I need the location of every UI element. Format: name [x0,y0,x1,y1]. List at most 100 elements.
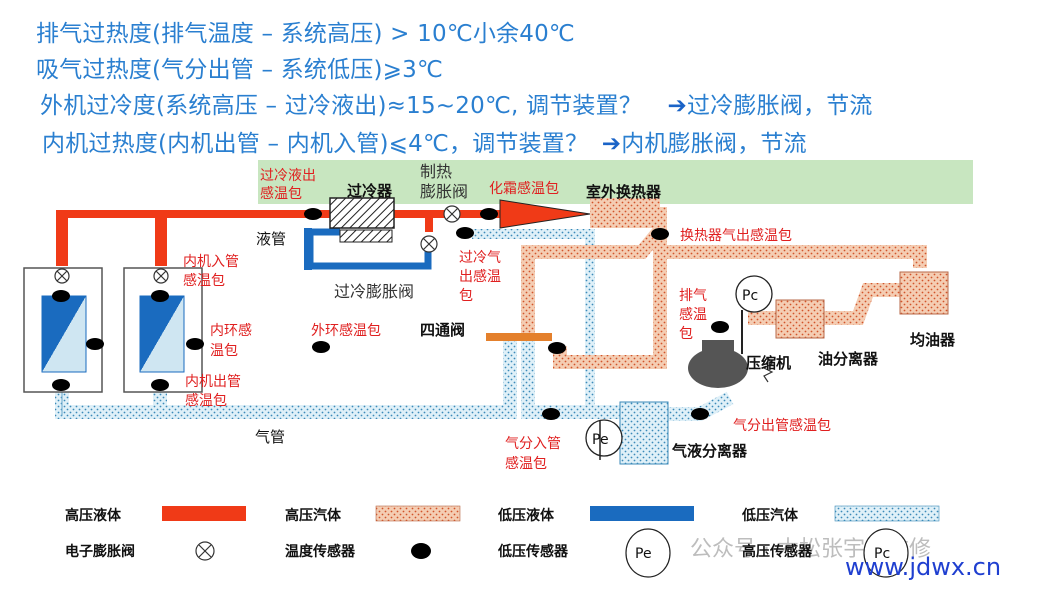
svg-text:Pc: Pc [742,288,758,304]
label-oil-separator: 油分离器 [818,350,879,368]
label-subcool-exv: 过冷膨胀阀 [334,282,414,301]
label-indoor-ambient-1: 内环感 [210,322,252,339]
temp-sensor-subcool-liquid [304,208,322,220]
legend-hp-sensor-label: 高压传感器 [742,543,813,560]
legend-pc-icon: Pc [863,528,909,578]
accumulator [619,401,669,465]
header-line-3: 外机过冷度(系统高压 – 过冷液出)≈15~20℃, 调节装置？ ➔过冷膨胀阀，… [40,86,873,120]
label-subcooler: 过冷器 [347,182,393,200]
label-accumulator: 气液分离器 [671,442,748,460]
label-indoor-out-1: 内机出管 [185,374,241,390]
right-arrow-icon: ➔ [601,131,622,157]
label-subcool-gas-1: 过冷气 [459,250,501,266]
subcooler-lower [339,229,393,243]
temperature-sensors [52,208,729,420]
subcool-exv [420,235,438,253]
pc-sensor: Pc [735,275,773,313]
label-compressor: 压缩机 [746,354,791,372]
legend-hp-gas-label: 高压汽体 [285,507,342,524]
svg-text:Pe: Pe [592,432,609,448]
label-outdoor-ambient: 外环感温包 [311,322,381,339]
label-subcool-gas-2: 出感温 [459,268,501,285]
indoor-exv-2 [153,268,169,284]
header-line-4-answer: 内机膨胀阀，节流 [621,131,807,157]
subcooler [329,197,395,229]
legend-temp-sensor-label: 温度传感器 [285,543,356,560]
label-indoor-in-1: 内机入管 [183,254,239,270]
legend-exv-label: 电子膨胀阀 [65,543,135,560]
oil-equalizer [899,271,949,315]
header-line-1: 排气过热度(排气温度 – 系统高压) > 10℃小余40℃ [36,21,575,47]
label-liquid-pipe: 液管 [256,230,286,248]
legend: 高压液体 高压汽体 低压液体 低压汽体 电子膨胀阀 温度传感器 低压传感器 Pe… [65,505,1001,581]
watermark-url: www.jdwx.cn [845,553,1001,581]
temp-sensor-accum-out [691,408,709,420]
temp-sensor-indoor-out-2 [151,379,169,391]
four-way-valve [486,333,552,341]
right-arrow-icon: ➔ [667,93,687,119]
header-line-2: 吸气过热度(气分出管 – 系统低压)⩾3℃ [36,57,444,83]
temp-sensor-four-way [548,342,566,354]
temp-sensor-indoor-in-2 [151,290,169,302]
heating-exv [443,205,461,223]
legend-hp-liquid-swatch [162,506,246,521]
temp-sensor-indoor-ambient-2 [186,338,204,350]
label-discharge-1: 排气 [679,288,707,304]
temp-sensor-discharge [711,321,729,333]
label-indoor-in-2: 感温包 [183,272,225,289]
svg-text:Pc: Pc [874,546,890,562]
legend-lp-liquid-swatch [590,506,694,521]
label-defrost-sensor: 化霜感温包 [489,180,559,197]
compressor [688,310,774,388]
legend-exv-icon [195,541,215,561]
temp-sensor-indoor-out-1 [52,379,70,391]
legend-temp-sensor-icon [411,543,431,559]
oil-separator [775,299,825,339]
high-pressure-liquid-pipes [56,199,591,266]
label-accum-in-1: 气分入管 [505,436,561,452]
label-four-way-valve: 四通阀 [420,321,465,339]
pe-sensor: Pe [585,419,623,460]
label-subcool-liquid-2: 感温包 [260,185,302,202]
legend-lp-gas-label: 低压汽体 [741,507,799,524]
legend-hp-gas-swatch [375,505,461,522]
label-subcool-liquid-1: 过冷液出 [260,168,316,184]
label-accum-in-2: 感温包 [505,455,547,472]
temp-sensor-outdoor-ambient [312,341,330,353]
temp-sensor-subcool-gas [456,227,474,239]
label-accum-out: 气分出管感温包 [733,417,831,434]
temp-sensor-indoor-in-1 [52,290,70,302]
legend-lp-sensor-label: 低压传感器 [497,543,569,560]
legend-hp-liquid-label: 高压液体 [65,507,122,524]
subcooler-blue-loop [304,228,432,270]
svg-text:Pe: Pe [635,546,652,562]
legend-lp-gas-swatch [834,505,940,522]
legend-lp-liquid-label: 低压液体 [497,507,555,524]
label-outdoor-hx: 室外换热器 [586,183,662,201]
label-hx-gas-out: 换热器气出感温包 [680,227,792,244]
header-line-3-answer: 过冷膨胀阀，节流 [687,93,873,119]
label-discharge-3: 包 [679,326,693,342]
indoor-exv-1 [54,268,70,284]
header-line-4-question: 内机过热度(内机出管 – 内机入管)⩽4℃，调节装置？ [42,131,589,157]
label-oil-equalizer: 均油器 [910,331,956,349]
label-heating-exv-1: 制热 [420,162,452,181]
temp-sensor-indoor-ambient-1 [86,338,104,350]
legend-pe-icon: Pe [625,528,671,578]
header-line-3-question: 外机过冷度(系统高压 – 过冷液出)≈15~20℃, 调节装置？ [40,93,642,119]
indoor-unit-1 [23,267,103,393]
outdoor-unit-band [258,160,973,204]
temp-sensor-hx-gas-out [651,228,669,240]
temp-sensor-defrost [480,208,498,220]
label-indoor-out-2: 感温包 [185,392,227,409]
label-discharge-2: 感温 [679,306,707,323]
indoor-unit-2 [123,267,203,393]
label-indoor-ambient-2: 温包 [210,343,238,359]
label-subcool-gas-3: 包 [459,288,473,304]
outdoor-heat-exchanger [590,198,660,228]
header-line-4: 内机过热度(内机出管 – 内机入管)⩽4℃，调节装置？ ➔内机膨胀阀，节流 [42,124,807,158]
label-gas-pipe: 气管 [255,428,285,446]
temp-sensor-accum-in [542,408,560,420]
label-heating-exv-2: 膨胀阀 [420,182,468,201]
